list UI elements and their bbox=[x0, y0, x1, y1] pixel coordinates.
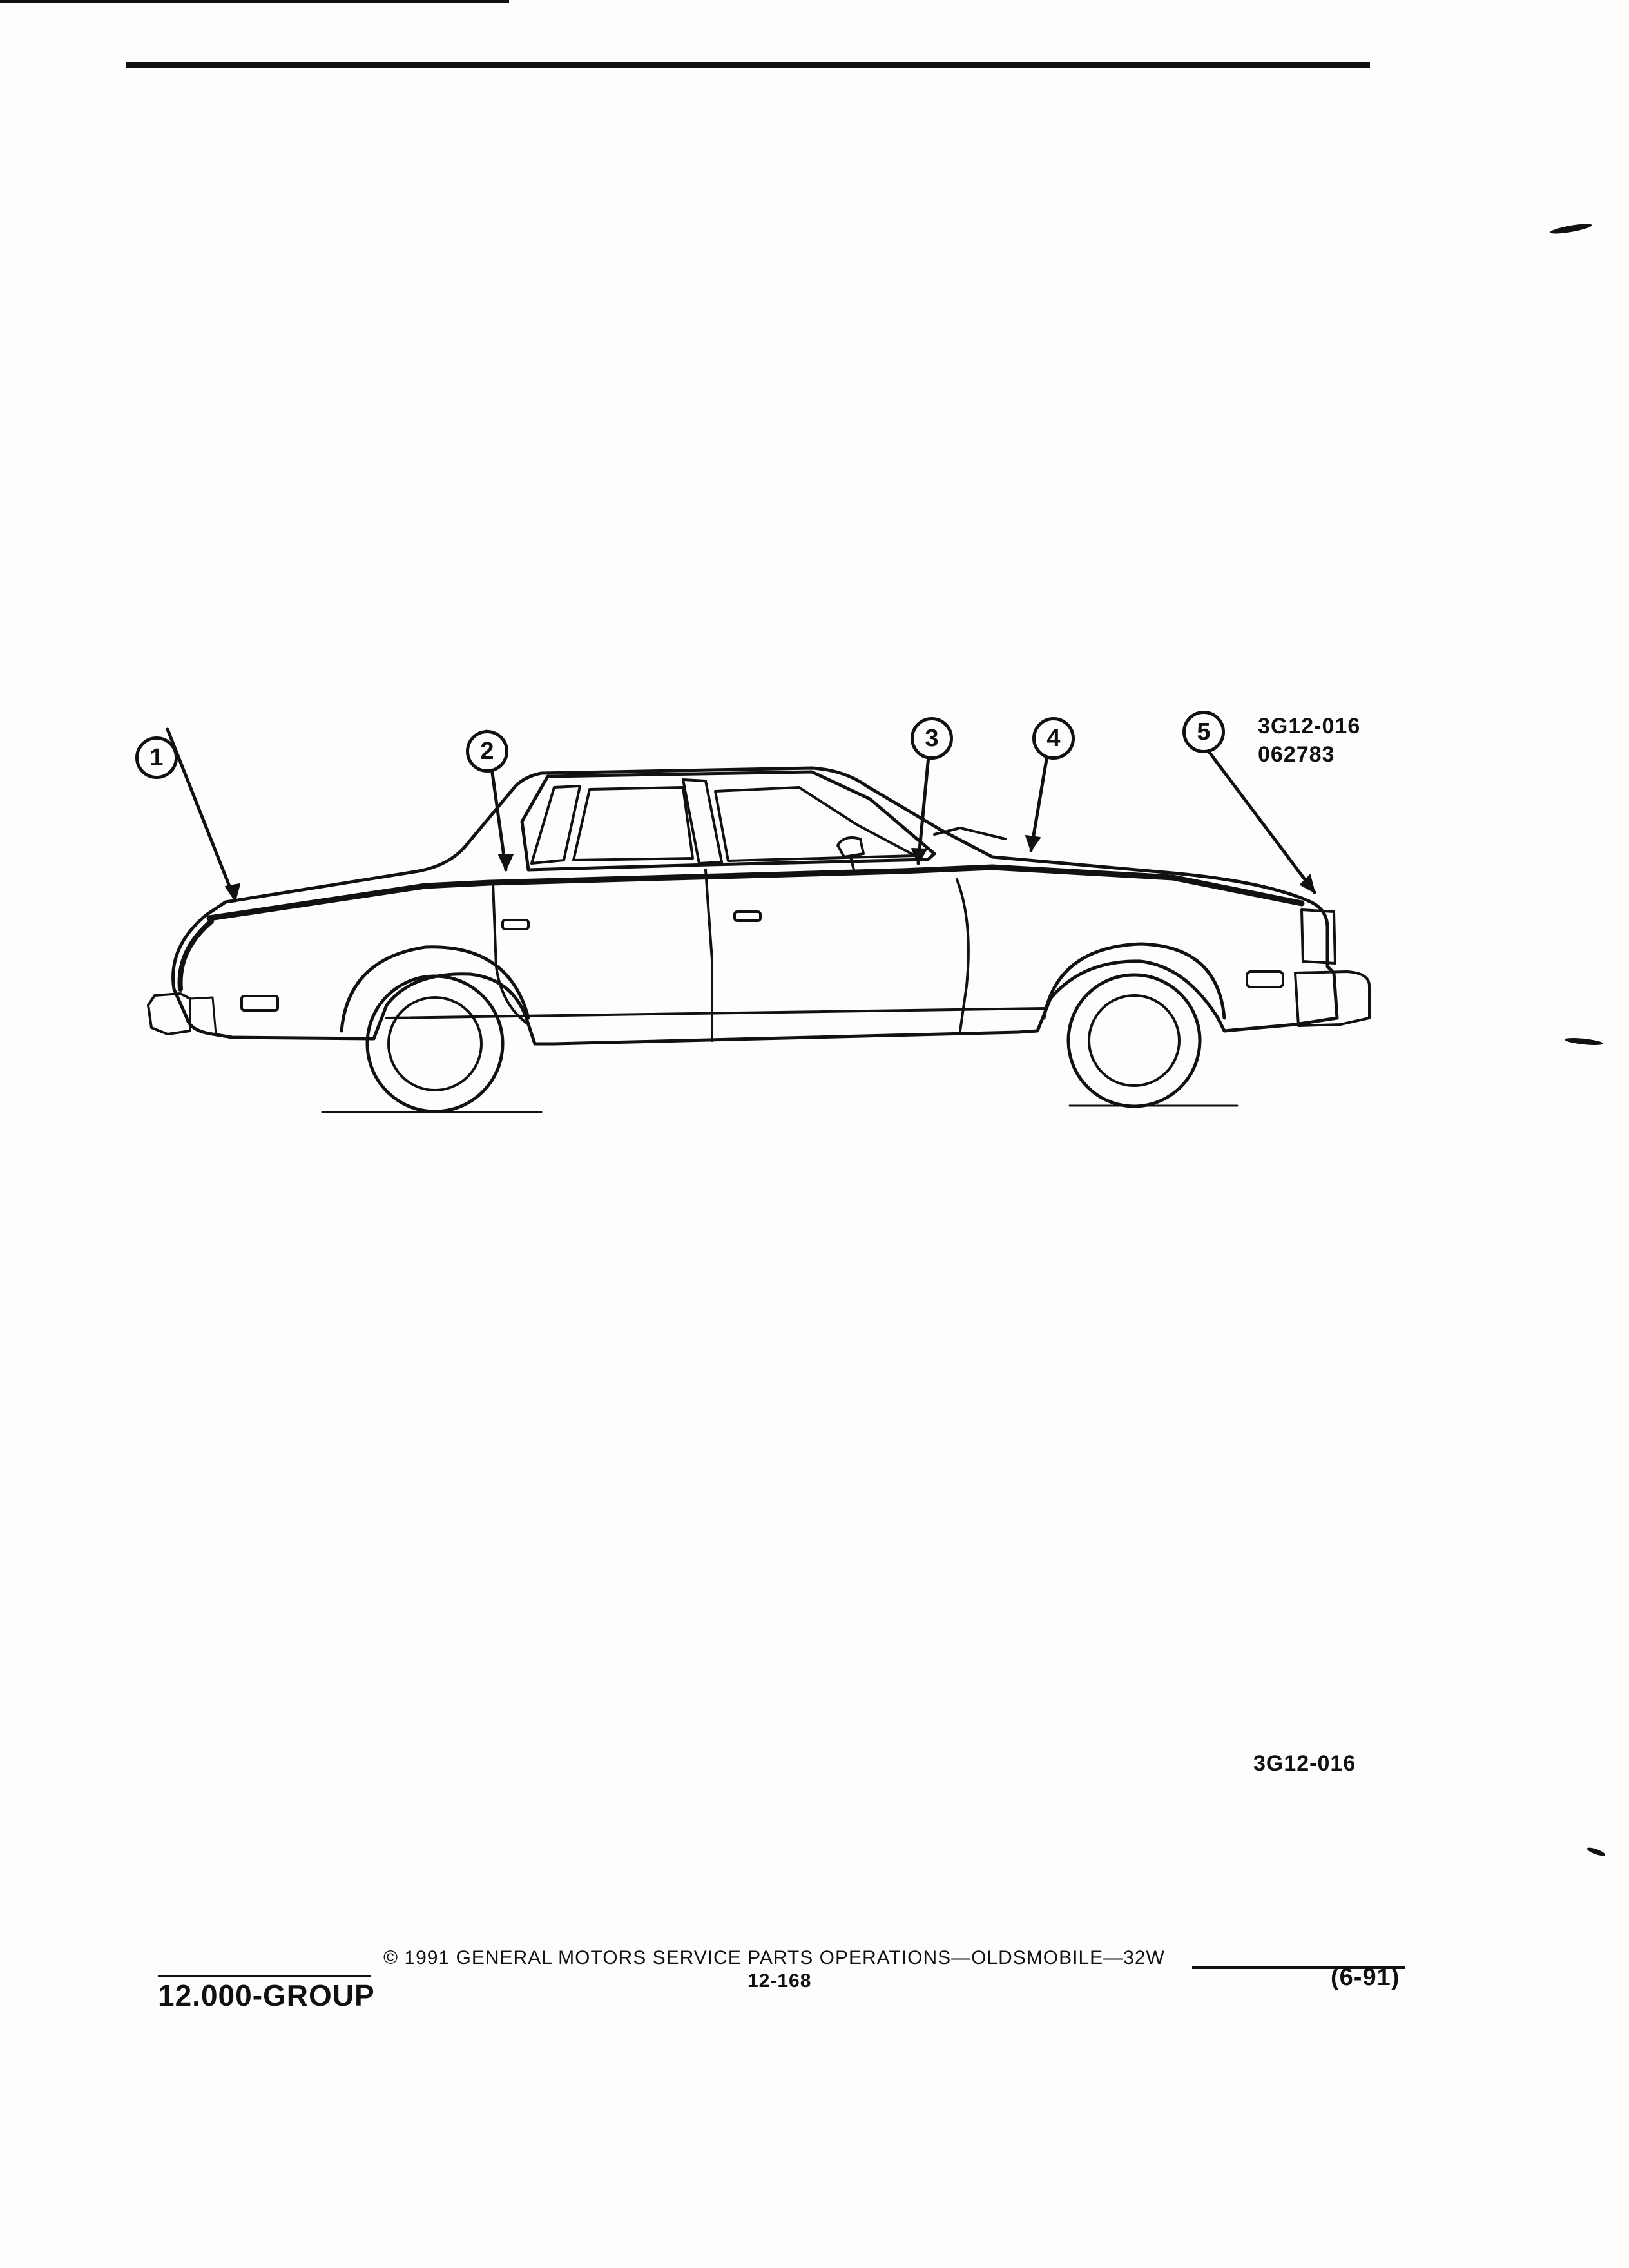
figure-bottom-reference: 3G12-016 bbox=[1253, 1751, 1356, 1776]
callout-1: 1 bbox=[135, 736, 178, 779]
header-rule bbox=[126, 62, 1370, 68]
margin-mark bbox=[1586, 1846, 1606, 1858]
footer-revision-date: (6-91) bbox=[1331, 1964, 1400, 1991]
callout-5: 5 bbox=[1182, 711, 1225, 753]
footer-group-label: 12.000-GROUP bbox=[158, 1979, 375, 2012]
footer-rule-right bbox=[1192, 1966, 1405, 1969]
figure-reference: 3G12-016 062783 bbox=[1258, 712, 1360, 769]
vehicle-side-view-illustration bbox=[129, 696, 1418, 1147]
callout-2: 2 bbox=[466, 730, 508, 773]
footer-rule-left bbox=[158, 1975, 371, 1977]
callout-3: 3 bbox=[911, 717, 953, 760]
footer-page-number: 12-168 bbox=[747, 1970, 812, 1992]
margin-mark bbox=[1564, 1036, 1604, 1047]
footer-copyright: © 1991 GENERAL MOTORS SERVICE PARTS OPER… bbox=[383, 1947, 1165, 1968]
figure-reference-code: 3G12-016 bbox=[1258, 714, 1361, 738]
callout-4: 4 bbox=[1032, 717, 1075, 760]
figure-reference-date: 062783 bbox=[1258, 742, 1335, 767]
top-edge-rule bbox=[0, 0, 509, 3]
margin-mark bbox=[1549, 222, 1593, 236]
